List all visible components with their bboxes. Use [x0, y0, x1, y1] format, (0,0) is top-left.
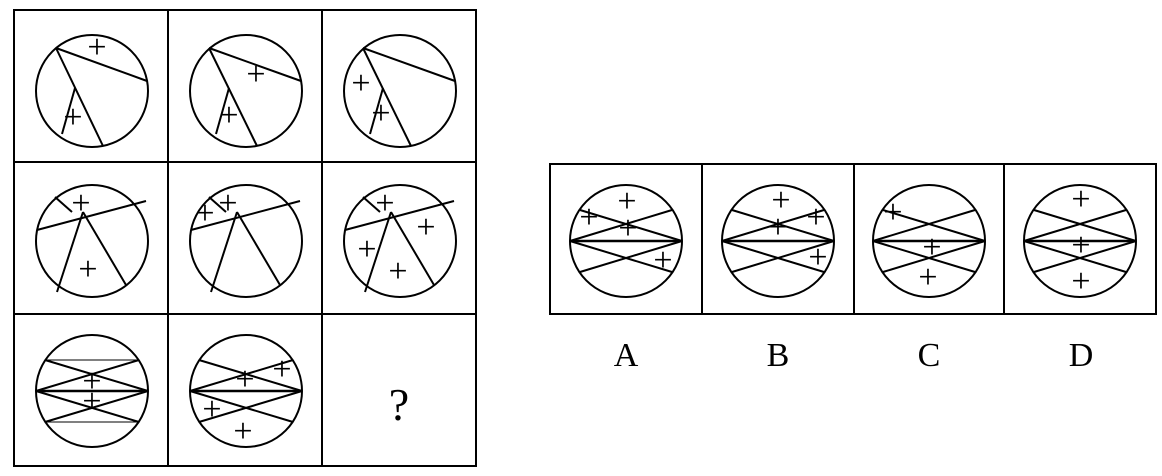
question-mark: ? — [389, 379, 409, 430]
grid-cell-7: + + — [35, 334, 149, 448]
grid-frame — [13, 9, 477, 467]
grid-cell-3: + + — [343, 34, 457, 148]
option-label-a[interactable]: A — [614, 337, 639, 374]
svg-text:+: + — [653, 242, 672, 279]
svg-text:+: + — [1071, 181, 1090, 218]
svg-text:+: + — [87, 29, 106, 66]
svg-text:+: + — [71, 185, 90, 222]
grid-cell-4: + + — [35, 184, 149, 298]
option-c-figure[interactable]: + + + — [872, 184, 986, 298]
svg-text:+: + — [195, 195, 214, 232]
option-label-d[interactable]: D — [1069, 337, 1094, 374]
option-b-figure[interactable]: + + + + — [721, 182, 835, 298]
grid-cell-1: + + — [35, 29, 149, 148]
svg-text:+: + — [388, 253, 407, 290]
svg-text:+: + — [883, 194, 902, 231]
svg-text:+: + — [78, 251, 97, 288]
svg-text:+: + — [246, 56, 265, 93]
svg-text:+: + — [351, 65, 370, 102]
option-d-figure[interactable]: + + + — [1023, 181, 1137, 300]
grid-cell-6: + + + + — [343, 184, 457, 298]
svg-text:+: + — [202, 391, 221, 428]
svg-text:+: + — [235, 361, 254, 398]
options-frame — [549, 163, 1157, 315]
svg-text:+: + — [357, 231, 376, 268]
svg-text:+: + — [1071, 227, 1090, 264]
svg-text:+: + — [579, 199, 598, 236]
svg-text:+: + — [219, 97, 238, 134]
svg-text:+: + — [918, 259, 937, 296]
svg-text:+: + — [416, 209, 435, 246]
svg-text:+: + — [618, 210, 637, 247]
svg-text:+: + — [233, 413, 252, 450]
svg-text:+: + — [82, 383, 101, 420]
svg-text:+: + — [808, 239, 827, 276]
svg-text:+: + — [82, 363, 101, 400]
svg-text:+: + — [63, 99, 82, 136]
option-label-b[interactable]: B — [767, 337, 790, 374]
svg-text:+: + — [1071, 263, 1090, 300]
option-a-figure[interactable]: + + + + — [569, 183, 683, 298]
grid-cell-8: + + + + — [189, 334, 303, 450]
svg-text:+: + — [218, 185, 237, 222]
svg-text:+: + — [617, 183, 636, 220]
grid-cell-5: + + — [189, 184, 303, 298]
svg-text:+: + — [922, 229, 941, 266]
svg-text:+: + — [768, 209, 787, 246]
grid-cell-9-unknown: ? — [389, 379, 409, 430]
svg-text:+: + — [806, 199, 825, 236]
svg-text:+: + — [371, 95, 390, 132]
option-label-c[interactable]: C — [918, 337, 941, 374]
svg-text:+: + — [272, 351, 291, 388]
svg-text:+: + — [771, 182, 790, 219]
svg-text:+: + — [375, 185, 394, 222]
grid-cell-2: + + — [189, 34, 303, 148]
